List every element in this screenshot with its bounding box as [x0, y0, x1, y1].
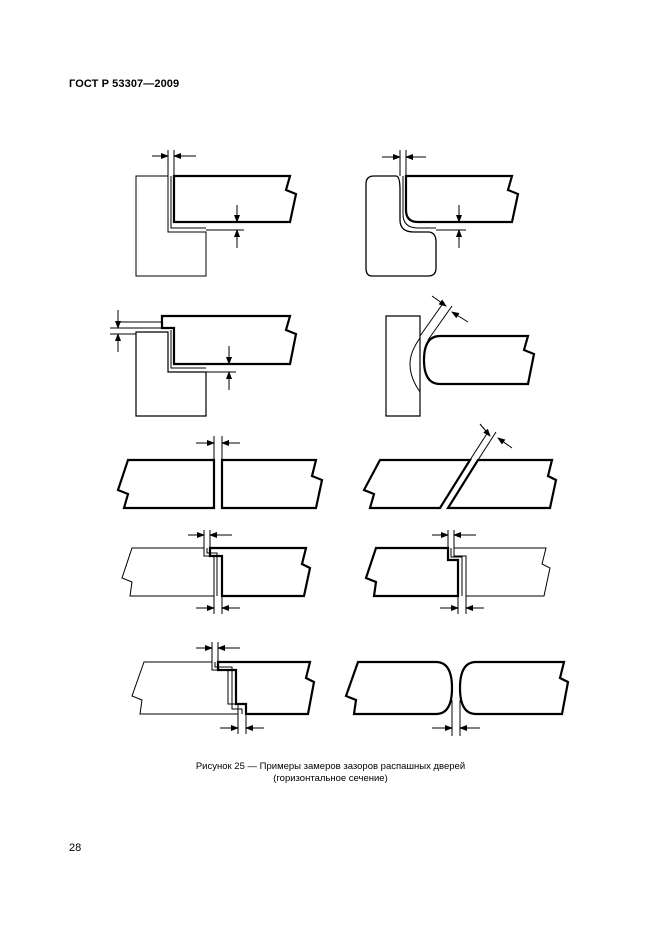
diagram-overlap-corner-rounded [365, 150, 520, 277]
diagram-double-step-joint [131, 642, 316, 734]
figure-caption-subtitle: (горизонтальное сечение) [273, 773, 388, 784]
figure-caption: Рисунок 25 — Примеры замеров зазоров рас… [195, 761, 466, 772]
page-number: 28 [69, 842, 82, 854]
diagram-single-step-joint-variant [364, 530, 551, 614]
document-header: ГОСТ Р 53307—2009 [69, 78, 180, 90]
diagram-rebated-corner [110, 310, 298, 417]
diagram-beveled-butt-joint [362, 423, 558, 510]
diagram-straight-butt-joint [116, 436, 324, 510]
diagram-rounded-butt-joint [344, 660, 570, 736]
diagram-single-step-joint [121, 530, 312, 614]
diagram-rounded-edge-butt [385, 295, 536, 417]
diagram-overlap-corner-square [135, 150, 298, 277]
